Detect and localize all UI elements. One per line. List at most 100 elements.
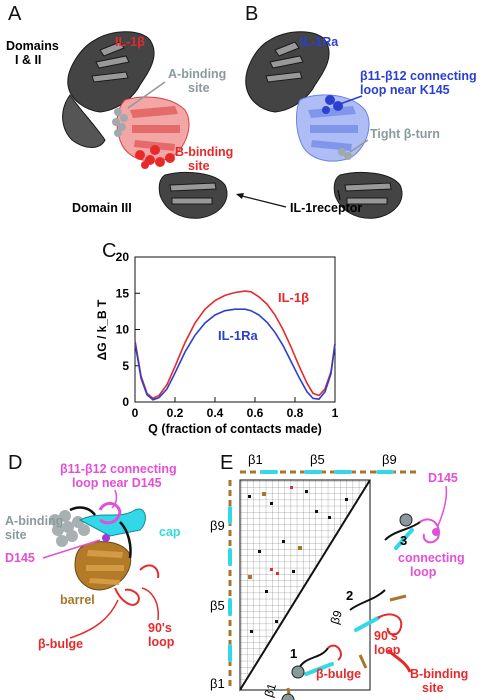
panel-a-domain3-label: Domain III <box>72 201 132 215</box>
series-line-1 <box>134 308 336 401</box>
e-node-2 <box>399 513 413 527</box>
x-tick-label: 0.4 <box>207 406 224 420</box>
panel-b-tight-turn-label: Tight β-turn <box>370 127 440 141</box>
panel-b-receptor-label: IL-1receptor <box>290 201 362 215</box>
x-tick-label: 1 <box>332 406 339 420</box>
panel-a-structure: Domains I & II IL-1β A-binding site B-bi… <box>6 31 233 219</box>
barrel-strands <box>86 550 124 585</box>
e-connecting-loop <box>419 518 440 544</box>
panel-a-letter: A <box>8 3 22 25</box>
e-90-label-2: loop <box>374 643 401 657</box>
e-node-1 <box>291 665 305 679</box>
e-90-label-1: 90's <box>374 629 398 643</box>
panel-d-bulge-label: β-bulge <box>38 637 83 651</box>
panel-b-letter: B <box>245 3 259 25</box>
panel-a-domains-label-1: Domains <box>6 39 59 53</box>
e-cyan-strands <box>304 528 414 676</box>
panel-a-b-site-label-2: site <box>188 159 210 173</box>
a-binding-spheres-d <box>49 510 90 547</box>
e-left-tick-label: β9 <box>210 518 225 533</box>
panel-a-a-site-label-2: site <box>188 81 210 95</box>
x-tick-label: 0 <box>132 406 139 420</box>
contacts-red <box>270 486 293 575</box>
e-bulge-label: β-bulge <box>316 667 361 681</box>
panel-d-bulge-pointer <box>69 599 119 639</box>
y-tick-label: 0 <box>122 395 129 409</box>
e-d145-sphere <box>432 528 440 536</box>
series-label-0: IL-1β <box>278 290 309 305</box>
panel-d-a-site-label-1: A-binding <box>5 514 63 528</box>
receptor-domain-iii <box>158 171 228 219</box>
e-beta1-label: β1 <box>262 681 280 699</box>
panel-d-barrel-label: barrel <box>60 593 95 607</box>
panel-e-letter: E <box>220 452 234 474</box>
e-left-tick-label: β1 <box>210 676 225 691</box>
x-tick-label: 0.6 <box>247 406 264 420</box>
panel-d-loop-label-2: loop near D145 <box>72 476 162 490</box>
series-label-1: IL-1Ra <box>218 328 259 343</box>
chart-ylabel: ΔG / k_B T <box>95 299 109 360</box>
panel-d-d145-label: D145 <box>5 551 35 565</box>
contacts-black <box>248 490 348 633</box>
panel-b-tight-turn-pointer <box>349 139 369 153</box>
e-bulge-loop <box>327 644 342 661</box>
e-bsite-label-1: B-binding <box>410 667 468 681</box>
y-tick-label: 5 <box>122 359 129 373</box>
panel-a-domains-label-2: I & II <box>15 53 41 67</box>
panel-d-loop-arrow <box>111 489 118 509</box>
e-num-2: 2 <box>346 588 353 603</box>
tight-turn-spheres <box>338 148 352 160</box>
e-top-tick-label: β9 <box>382 452 397 467</box>
receptor-domain-iii-b <box>333 171 403 219</box>
e-bsite-label-2: site <box>422 681 444 695</box>
panel-d-d145-pointer <box>42 539 101 559</box>
x-tick-label: 0.8 <box>287 406 304 420</box>
panel-d-letter: D <box>8 452 23 474</box>
panel-b-loop-label-2: loop near K145 <box>360 83 450 97</box>
panel-d-loop-label-1: β11-β12 connecting <box>60 462 177 476</box>
y-tick-label: 10 <box>116 323 130 337</box>
panel-c-letter: C <box>102 240 117 262</box>
panel-b-loop-pointer <box>339 95 363 105</box>
e-top-tick-label: β1 <box>248 452 263 467</box>
panel-b-structure: IL-1Ra β11-β12 connecting loop near K145… <box>245 31 477 219</box>
x-tick-label: 0.2 <box>167 406 184 420</box>
contacts-brown <box>248 492 302 579</box>
panel-d-a-site-label-2: site <box>5 528 27 542</box>
connecting-loop-d <box>98 502 122 525</box>
b-binding-spheres <box>135 145 175 169</box>
chart-xlabel: Q (fraction of contacts made) <box>148 422 322 436</box>
black-loops-d <box>69 506 132 559</box>
panel-a-il1b-label: IL-1β <box>115 35 145 49</box>
panel-a-a-site-label-1: A-binding <box>168 67 226 81</box>
loop90-d <box>139 564 160 579</box>
panel-a-a-site-pointer <box>127 81 166 109</box>
e-d145-label: D145 <box>428 471 458 485</box>
y-tick-label: 15 <box>116 286 130 300</box>
receptor-domains-i-ii <box>62 31 155 148</box>
panel-d-90-label-1: 90's <box>148 621 172 635</box>
panel-b-loop-label-1: β11-β12 connecting <box>360 69 477 83</box>
d145-sphere <box>102 534 110 542</box>
panel-d-90-label-2: loop <box>148 635 175 649</box>
contact-map-frame <box>239 479 371 691</box>
e-conn-label-2: loop <box>410 565 437 579</box>
e-d145-pointer <box>437 485 448 527</box>
contact-map-diagonal <box>239 479 371 691</box>
y-tick-label: 20 <box>116 250 130 264</box>
a-binding-spheres <box>112 108 128 137</box>
panel-d-90-pointer <box>141 587 159 621</box>
series-line-0 <box>134 290 336 400</box>
e-bsite-bracket <box>386 648 412 673</box>
panel-d-structure: β11-β12 connecting loop near D145 A-bind… <box>5 462 181 651</box>
e-90-loop <box>377 613 403 636</box>
e-num-3: 3 <box>400 533 407 548</box>
bulge-loop-d <box>114 587 140 606</box>
receptor-arrows <box>236 189 341 208</box>
panel-d-cap-label: cap <box>159 525 181 539</box>
e-top-tick-label: β5 <box>310 452 325 467</box>
e-num-1: 1 <box>290 646 297 661</box>
e-conn-label-1: connecting <box>398 551 465 565</box>
